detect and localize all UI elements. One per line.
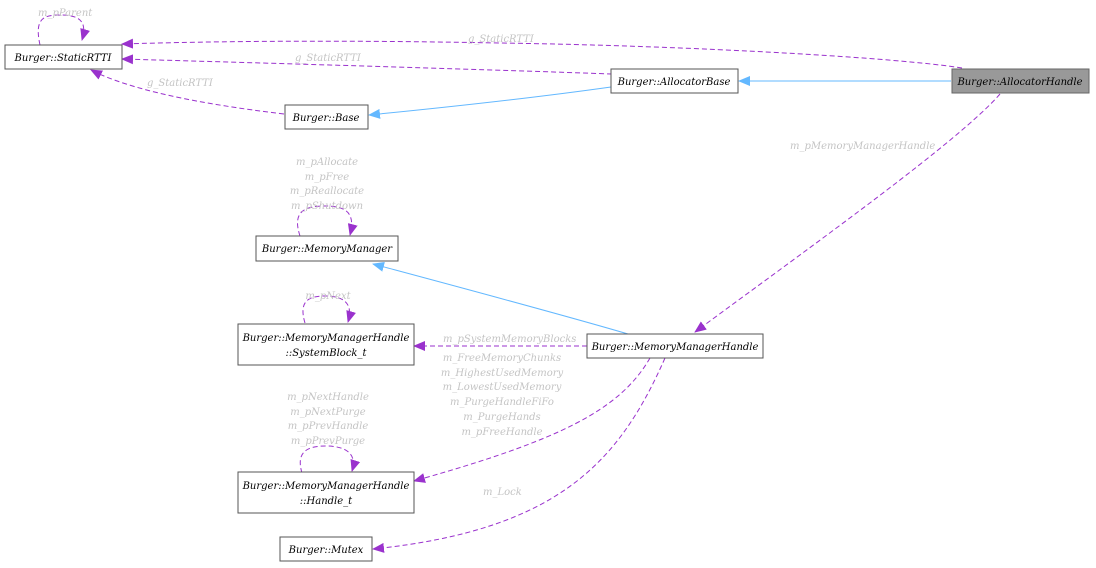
node-memorymanagerhandle[interactable]: Burger::MemoryManagerHandle bbox=[586, 333, 764, 359]
node-allocatorhandle[interactable]: Burger::AllocatorHandle bbox=[951, 68, 1090, 94]
edge-staticrtti-self-parent bbox=[37, 14, 90, 46]
node-mmh-handle-label-2: ::Handle_t bbox=[300, 496, 353, 507]
edge-memorymanagerhandle-to-handle bbox=[413, 357, 651, 483]
edge-base-to-staticrtti bbox=[90, 69, 285, 115]
label-handle-self-1: m_pNextPurge bbox=[290, 407, 366, 418]
edge-memorymanagerhandle-to-memorymanager bbox=[372, 262, 629, 335]
label-m-pnext: m_pNext bbox=[305, 291, 351, 302]
node-base[interactable]: Burger::Base bbox=[284, 104, 369, 130]
node-mutex-label: Burger::Mutex bbox=[288, 545, 364, 556]
node-mmh-handle-label-1: Burger::MemoryManagerHandle bbox=[242, 481, 410, 492]
edge-memorymanager-self bbox=[297, 205, 358, 237]
label-handle-link-1: m_HighestUsedMemory bbox=[441, 368, 564, 379]
label-g-staticrtti-mid: g_StaticRTTI bbox=[295, 53, 362, 64]
node-staticrtti[interactable]: Burger::StaticRTTI bbox=[4, 44, 123, 70]
node-mmh-systemblock[interactable]: Burger::MemoryManagerHandle ::SystemBloc… bbox=[237, 323, 415, 366]
label-handle-self-2: m_pPrevHandle bbox=[288, 421, 369, 432]
edge-allocatorhandle-to-staticrtti bbox=[121, 38, 963, 69]
label-handle-link-5: m_pFreeHandle bbox=[461, 427, 542, 438]
node-mmh-systemblock-label-1: Burger::MemoryManagerHandle bbox=[242, 333, 410, 344]
edge-handle-self bbox=[299, 445, 361, 474]
edge-memorymanagerhandle-to-mutex bbox=[372, 357, 666, 553]
label-m-pparent: m_pParent bbox=[38, 8, 93, 19]
label-handle-link-2: m_LowestUsedMemory bbox=[443, 382, 562, 393]
label-m-pmemorymanagerhandle: m_pMemoryManagerHandle bbox=[790, 141, 935, 152]
node-staticrtti-label: Burger::StaticRTTI bbox=[14, 53, 113, 64]
label-handle-self-0: m_pNextHandle bbox=[287, 392, 369, 403]
label-handle-link-4: m_PurgeHands bbox=[463, 412, 540, 423]
label-handle-link-0: m_FreeMemoryChunks bbox=[443, 353, 561, 364]
node-base-label: Burger::Base bbox=[292, 113, 360, 124]
edge-allocatorhandle-to-memorymanagerhandle bbox=[694, 93, 1001, 333]
edge-systemblock-self-next bbox=[302, 295, 356, 324]
node-memorymanager[interactable]: Burger::MemoryManager bbox=[255, 235, 399, 262]
label-handle-link-3: m_PurgeHandleFiFo bbox=[450, 397, 554, 408]
label-g-staticrtti-top: g_StaticRTTI bbox=[468, 34, 535, 45]
node-allocatorbase-label: Burger::AllocatorBase bbox=[617, 77, 731, 88]
edge-allocatorbase-to-staticrtti bbox=[121, 54, 613, 75]
label-g-staticrtti-base: g_StaticRTTI bbox=[147, 78, 214, 89]
label-mm-self-1: m_pFree bbox=[305, 172, 350, 183]
label-m-psystemmemoryblocks: m_pSystemMemoryBlocks bbox=[443, 334, 576, 345]
label-mm-self-3: m_pShutdown bbox=[291, 201, 363, 212]
label-mm-self-0: m_pAllocate bbox=[296, 157, 358, 168]
label-mm-self-2: m_pReallocate bbox=[290, 186, 364, 197]
edge-allocatorbase-to-base bbox=[368, 86, 612, 119]
label-m-lock: m_Lock bbox=[483, 487, 522, 498]
node-mmh-handle[interactable]: Burger::MemoryManagerHandle ::Handle_t bbox=[237, 471, 415, 514]
label-handle-self-3: m_pPrevPurge bbox=[291, 436, 365, 447]
node-mmh-systemblock-label-2: ::SystemBlock_t bbox=[285, 348, 367, 359]
node-memorymanager-label: Burger::MemoryManager bbox=[261, 244, 393, 255]
node-mutex[interactable]: Burger::Mutex bbox=[279, 536, 373, 562]
node-allocatorhandle-label: Burger::AllocatorHandle bbox=[956, 77, 1082, 88]
node-memorymanagerhandle-label: Burger::MemoryManagerHandle bbox=[591, 342, 759, 353]
node-allocatorbase[interactable]: Burger::AllocatorBase bbox=[610, 68, 739, 94]
